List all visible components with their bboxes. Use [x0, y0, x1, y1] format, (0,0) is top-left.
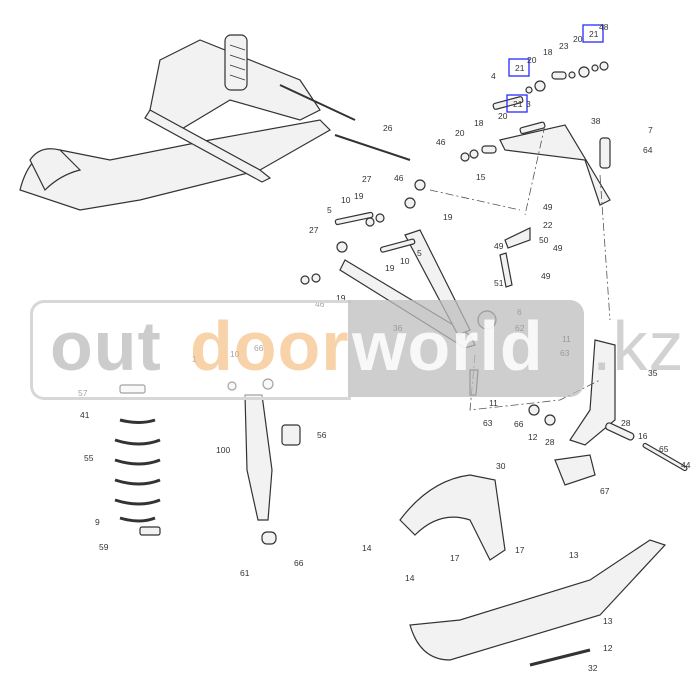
callout-10: 10	[400, 256, 410, 266]
callout-1: 1	[192, 354, 197, 364]
upper-a-arm	[414, 61, 611, 206]
callout-64: 64	[643, 145, 653, 155]
callout-41: 41	[80, 410, 90, 420]
callout-7: 7	[648, 125, 653, 135]
callout-20: 20	[527, 55, 537, 65]
callout-30: 30	[496, 461, 506, 471]
callout-61: 61	[240, 568, 250, 578]
callout-highlight-box	[582, 24, 604, 43]
callout-27: 27	[362, 174, 372, 184]
callout-49: 49	[543, 202, 553, 212]
callout-6: 6	[517, 307, 522, 317]
callout-17: 17	[515, 545, 525, 555]
callout-49: 49	[553, 243, 563, 253]
callout-3: 3	[526, 99, 531, 109]
callout-19: 19	[443, 212, 453, 222]
callout-22: 22	[543, 220, 553, 230]
callout-35: 35	[648, 368, 658, 378]
callout-48: 48	[599, 22, 609, 32]
callout-11: 11	[489, 398, 498, 408]
callout-19: 19	[385, 263, 395, 273]
callout-19: 19	[336, 293, 346, 303]
callout-highlight-box	[506, 94, 528, 113]
callout-16: 16	[638, 431, 648, 441]
callout-13: 13	[603, 616, 613, 626]
callout-10: 10	[230, 349, 240, 359]
callout-32: 32	[588, 663, 598, 673]
callout-20: 20	[498, 111, 508, 121]
callout-66: 66	[514, 419, 524, 429]
callout-66: 66	[294, 558, 304, 568]
callout-38: 38	[591, 116, 601, 126]
callout-17: 17	[450, 553, 460, 563]
callout-46: 46	[394, 173, 404, 183]
ski	[399, 474, 667, 667]
callout-highlight-box	[508, 58, 530, 77]
callout-18: 18	[474, 118, 484, 128]
callout-67: 67	[600, 486, 610, 496]
callout-4: 4	[491, 71, 496, 81]
callout-12: 12	[528, 432, 538, 442]
spring-and-shock	[114, 378, 301, 545]
callout-55: 55	[84, 453, 94, 463]
callout-44: 44	[681, 460, 691, 470]
callout-5: 5	[327, 205, 332, 215]
assembled-suspension	[19, 34, 411, 211]
callout-100: 100	[216, 445, 230, 455]
callout-21: 21	[515, 63, 525, 73]
callout-65: 65	[659, 444, 669, 454]
callout-46: 46	[436, 137, 446, 147]
callout-10: 10	[341, 195, 351, 205]
callout-12: 12	[603, 643, 613, 653]
callout-21: 21	[589, 29, 599, 39]
callout-9: 9	[95, 517, 100, 527]
callout-51: 51	[494, 278, 504, 288]
spindle	[528, 339, 688, 486]
callout-49: 49	[541, 271, 551, 281]
callout-66: 66	[254, 343, 264, 353]
callout-36: 36	[393, 323, 403, 333]
callout-50: 50	[539, 235, 549, 245]
callout-57: 57	[78, 388, 88, 398]
callout-19: 19	[354, 191, 364, 201]
callout-5: 5	[417, 248, 422, 258]
callout-63: 63	[560, 348, 570, 358]
callout-18: 18	[543, 47, 553, 57]
callout-56: 56	[317, 430, 327, 440]
callout-11: 11	[562, 334, 571, 344]
callout-28: 28	[545, 437, 555, 447]
callout-63: 63	[483, 418, 493, 428]
callout-59: 59	[99, 542, 109, 552]
callout-21: 21	[513, 99, 523, 109]
callout-14: 14	[405, 573, 415, 583]
callout-13: 13	[569, 550, 579, 560]
callout-15: 15	[476, 172, 486, 182]
callout-23: 23	[559, 41, 569, 51]
callout-20: 20	[573, 34, 583, 44]
callout-20: 20	[455, 128, 465, 138]
callout-26: 26	[383, 123, 393, 133]
callout-49: 49	[494, 241, 504, 251]
callout-14: 14	[362, 543, 372, 553]
callout-46: 46	[315, 299, 325, 309]
callout-62: 62	[515, 323, 525, 333]
alignment-dashes	[429, 124, 611, 411]
callout-27: 27	[309, 225, 319, 235]
callout-28: 28	[621, 418, 631, 428]
